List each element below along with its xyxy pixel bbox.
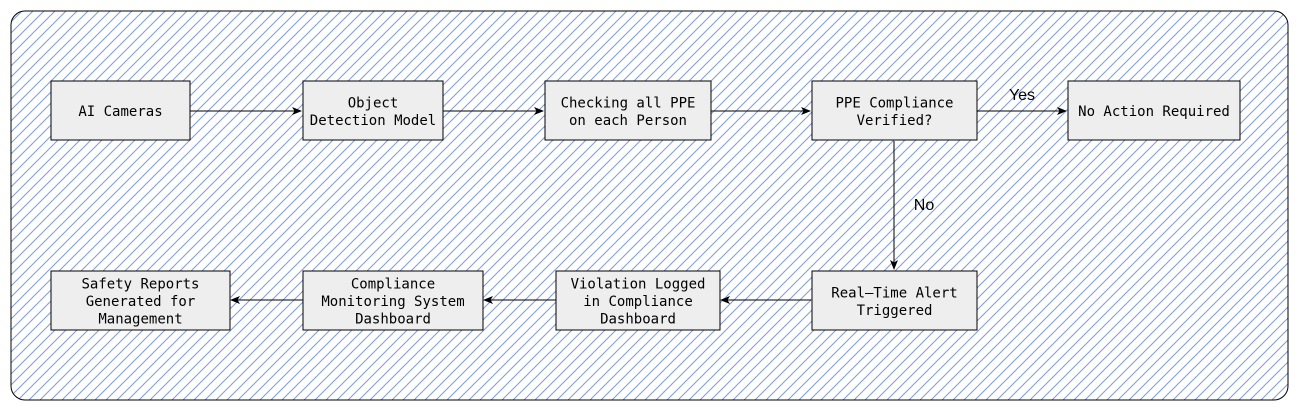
node-label-line: on each Person: [569, 113, 687, 129]
node-no-action-label: No Action Required: [1078, 104, 1230, 120]
node-label-line: Compliance: [351, 277, 435, 293]
node-label-line: Generated for: [86, 294, 196, 310]
node-label-line: Dashboard: [600, 312, 676, 328]
node-label-line: Real–Time Alert: [831, 285, 957, 301]
node-checking-ppe-label: Checking all PPE on each Person: [561, 95, 696, 129]
edge-label-no: No: [914, 197, 935, 214]
node-label-line: Violation Logged: [571, 277, 706, 293]
node-label-line: Monitoring System: [321, 294, 464, 310]
node-label-line: Safety Reports: [81, 277, 199, 293]
edge-label-yes: Yes: [1009, 87, 1035, 104]
node-label-line: in Compliance: [583, 294, 693, 310]
node-no-action-required: No Action Required: [1067, 80, 1241, 141]
node-label-line: Detection Model: [310, 113, 436, 129]
node-label-line: AI Cameras: [78, 104, 162, 120]
node-label-line: Management: [98, 312, 182, 328]
diagram-background: [10, 10, 1289, 401]
node-label-line: Verified?: [857, 113, 933, 129]
node-label-line: Object: [348, 95, 399, 111]
node-checking-ppe: Checking all PPE on each Person: [544, 80, 712, 141]
node-ai-cameras-label: AI Cameras: [78, 104, 162, 120]
node-label-line: Dashboard: [355, 312, 431, 328]
node-label-line: Triggered: [857, 303, 933, 319]
node-label-line: PPE Compliance: [835, 95, 953, 111]
node-label-line: No Action Required: [1078, 104, 1230, 120]
node-label-line: Checking all PPE: [561, 95, 696, 111]
node-ai-cameras: AI Cameras: [50, 80, 191, 141]
